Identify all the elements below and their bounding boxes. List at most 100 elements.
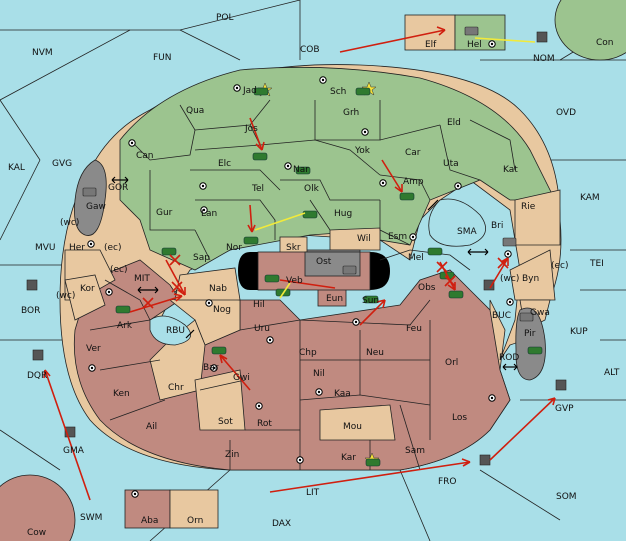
label-cob: COB — [300, 45, 320, 55]
label-her: Her — [69, 243, 85, 253]
label-eld: Eld — [447, 118, 461, 128]
province-byn[interactable] — [509, 249, 556, 301]
label-neu: Neu — [366, 348, 384, 358]
label-ken: Ken — [113, 389, 130, 399]
label-elc: Elc — [218, 159, 231, 169]
label-nog: Nog — [213, 305, 231, 315]
label-ovd: OVD — [556, 108, 576, 118]
label-kup: KUP — [570, 327, 588, 337]
label-qua: Qua — [186, 106, 204, 116]
label-ec3: (ec) — [110, 265, 128, 275]
label-gwi: Gwi — [233, 373, 250, 383]
label-orl: Orl — [445, 358, 458, 368]
province-kor[interactable] — [64, 274, 106, 321]
label-can: Can — [136, 151, 154, 161]
label-gaw: Gaw — [86, 202, 106, 212]
label-yok: Yok — [354, 146, 371, 156]
province-rie[interactable] — [514, 189, 561, 246]
label-jad: Jad — [242, 86, 257, 96]
label-bor: BOR — [21, 306, 40, 316]
province-nab[interactable] — [174, 267, 241, 301]
label-bri: Bri — [491, 221, 503, 231]
label-skr: Skr — [286, 243, 301, 253]
sea-rbu[interactable] — [149, 315, 192, 346]
label-hel: Hel — [467, 40, 482, 50]
label-dax: DAX — [272, 519, 291, 529]
label-rot: Rot — [257, 419, 272, 429]
label-gur: Gur — [156, 208, 173, 218]
label-feu: Feu — [406, 324, 422, 334]
label-ail: Ail — [146, 422, 157, 432]
label-grh: Grh — [343, 108, 359, 118]
label-kat: Kat — [503, 165, 518, 175]
sea-sma-inlet[interactable] — [428, 198, 487, 247]
label-nil: Nil — [313, 369, 325, 379]
label-chr: Chr — [168, 383, 184, 393]
province-wil[interactable] — [329, 227, 381, 251]
label-rie: Rie — [521, 202, 536, 212]
province-mou[interactable] — [319, 404, 396, 441]
province-hel[interactable] — [454, 14, 506, 51]
label-dqr: DQR — [27, 371, 47, 381]
label-nor: Nor — [226, 243, 242, 253]
province-orn[interactable] — [169, 489, 219, 529]
label-nar: Nar — [293, 165, 309, 175]
label-zin: Zin — [225, 450, 239, 460]
label-amp: Amp — [403, 177, 424, 187]
label-gor: GOR — [108, 183, 128, 193]
label-ec2: (ec) — [551, 261, 569, 271]
label-cow: Cow — [27, 528, 46, 538]
label-uru: Uru — [254, 324, 270, 334]
label-sch: Sch — [330, 87, 346, 97]
label-wil: Wil — [357, 234, 371, 244]
label-pol: POL — [216, 13, 234, 23]
label-veb: Veb — [286, 276, 303, 286]
province-cow[interactable] — [0, 474, 76, 541]
label-ark: Ark — [117, 321, 133, 331]
label-kam: KAM — [580, 193, 600, 203]
label-eun: Eun — [326, 294, 343, 304]
label-car: Car — [405, 148, 421, 158]
label-orn: Orn — [187, 516, 203, 526]
label-gvg: GVG — [52, 159, 72, 169]
label-byn: Byn — [522, 274, 539, 284]
label-pir: Pir — [524, 329, 536, 339]
label-swm: SWM — [80, 513, 102, 523]
label-kar: Kar — [341, 453, 356, 463]
label-sun: Sun — [362, 296, 379, 306]
label-wc2: (wc) — [56, 291, 75, 301]
label-buc: BUC — [492, 311, 511, 321]
label-ver: Ver — [86, 344, 101, 354]
label-elf: Elf — [425, 40, 437, 50]
units — [26, 26, 567, 467]
province-pir[interactable] — [515, 307, 546, 381]
label-nab: Nab — [209, 284, 227, 294]
label-lit: LIT — [306, 488, 320, 498]
label-olk: Olk — [304, 184, 320, 194]
label-aba: Aba — [141, 516, 158, 526]
internal-borders — [89, 99, 516, 471]
order-arrows — [43, 26, 556, 501]
label-kal: KAL — [8, 163, 25, 173]
label-mit: MIT — [134, 274, 150, 284]
label-alt: ALT — [604, 368, 620, 378]
label-uta: Uta — [443, 159, 459, 169]
label-nom: NOM — [533, 54, 555, 64]
region-north — [119, 66, 556, 271]
label-con: Con — [596, 38, 614, 48]
supply-centres — [87, 40, 514, 498]
label-sam: Sam — [405, 446, 425, 456]
label-nvm: NVM — [32, 48, 53, 58]
province-gaw[interactable] — [74, 159, 107, 236]
label-hil: Hil — [253, 300, 265, 310]
label-esm: Esm — [388, 232, 407, 242]
label-obs: Obs — [418, 283, 436, 293]
label-tel: Tel — [251, 184, 264, 194]
province-con[interactable] — [554, 0, 626, 61]
province-labels: POL NVM FUN COB Elf Hel Con NOM OVD KAL … — [8, 13, 620, 538]
label-sot: Sot — [218, 417, 233, 427]
label-kaa: Kaa — [334, 389, 351, 399]
label-wc1: (wc) — [60, 218, 79, 228]
